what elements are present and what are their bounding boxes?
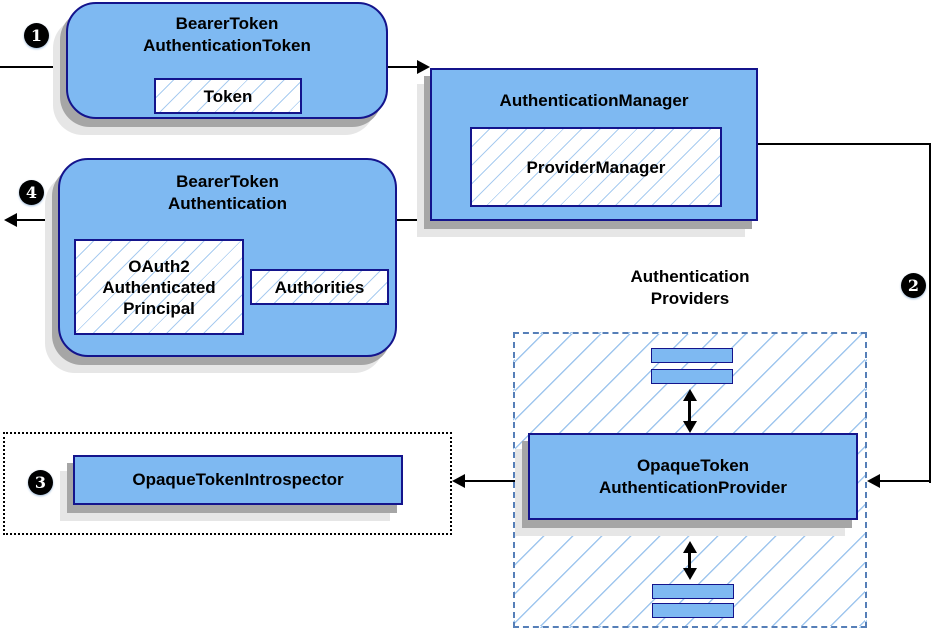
double-arrow-top-down-head xyxy=(683,421,697,433)
connector-manager-to-provider-side xyxy=(929,143,931,483)
double-arrow-bottom-shaft xyxy=(688,551,691,571)
node-opaque-token-authentication-provider: OpaqueToken AuthenticationProvider xyxy=(528,433,858,520)
double-arrow-top-shaft xyxy=(688,399,691,424)
connector-token-to-manager xyxy=(388,66,418,68)
node-title-line: AuthenticationToken xyxy=(143,36,311,55)
connector-manager-to-authentication xyxy=(396,219,431,221)
step-1-number: 1 xyxy=(30,26,43,45)
member-provider-manager-label: ProviderManager xyxy=(526,157,666,177)
node-title-line: BearerToken xyxy=(175,14,279,33)
arrowhead-into-providers-group xyxy=(867,474,880,488)
authentication-providers-label: Authentication Providers xyxy=(570,266,810,310)
connector-incoming-request xyxy=(0,66,67,68)
node-title-line: Authentication xyxy=(168,194,287,213)
authentication-providers-label-line: Providers xyxy=(650,289,730,308)
double-arrow-bottom-up-head xyxy=(683,541,697,553)
node-title-line: BearerToken xyxy=(176,172,279,191)
member-authorities: Authorities xyxy=(250,269,389,305)
provider-placeholder-bar xyxy=(651,369,733,384)
member-principal-line: Principal xyxy=(123,298,195,318)
arrowhead-token-to-manager xyxy=(417,60,430,74)
step-2-number: 2 xyxy=(907,276,920,295)
member-token: Token xyxy=(154,78,302,114)
connector-manager-to-provider-bottom xyxy=(880,480,931,482)
step-2-badge: 2 xyxy=(901,273,926,298)
authentication-providers-label-line: Authentication xyxy=(630,267,750,286)
arrowhead-provider-to-introspector xyxy=(452,474,465,488)
node-bearer-token-authentication-token: BearerToken AuthenticationToken Token xyxy=(66,2,388,119)
member-provider-manager: ProviderManager xyxy=(470,127,722,207)
provider-placeholder-bar xyxy=(652,584,734,599)
step-4-badge: 4 xyxy=(19,180,44,205)
connector-provider-to-introspector xyxy=(464,480,529,482)
introspector-group-box xyxy=(3,432,452,535)
step-1-badge: 1 xyxy=(24,23,49,48)
connector-authentication-out xyxy=(16,219,59,221)
member-authorities-label: Authorities xyxy=(274,277,365,297)
node-authentication-manager: AuthenticationManager ProviderManager xyxy=(430,68,758,221)
step-3-number: 3 xyxy=(34,473,47,492)
provider-placeholder-bar xyxy=(652,603,734,618)
arrowhead-authentication-out xyxy=(4,213,17,227)
node-title-line: OpaqueToken xyxy=(636,455,750,475)
node-bearer-token-authentication: BearerToken Authentication OAuth2 Authen… xyxy=(58,158,397,357)
provider-placeholder-bar xyxy=(651,348,733,363)
node-title-line: AuthenticationProvider xyxy=(599,477,787,497)
double-arrow-top-up-head xyxy=(683,389,697,401)
node-title-line: OpaqueTokenIntrospector xyxy=(132,470,344,489)
node-opaque-token-introspector: OpaqueTokenIntrospector xyxy=(73,455,403,505)
member-oauth2-authenticated-principal: OAuth2 Authenticated Principal xyxy=(74,239,244,335)
connector-manager-to-provider-top xyxy=(757,143,931,145)
step-3-badge: 3 xyxy=(28,470,53,495)
node-title-line: AuthenticationManager xyxy=(499,91,689,110)
step-4-number: 4 xyxy=(25,183,38,202)
double-arrow-bottom-down-head xyxy=(683,568,697,580)
member-principal-line: Authenticated xyxy=(102,277,216,297)
member-principal-line: OAuth2 xyxy=(128,256,190,276)
member-token-label: Token xyxy=(203,86,253,106)
